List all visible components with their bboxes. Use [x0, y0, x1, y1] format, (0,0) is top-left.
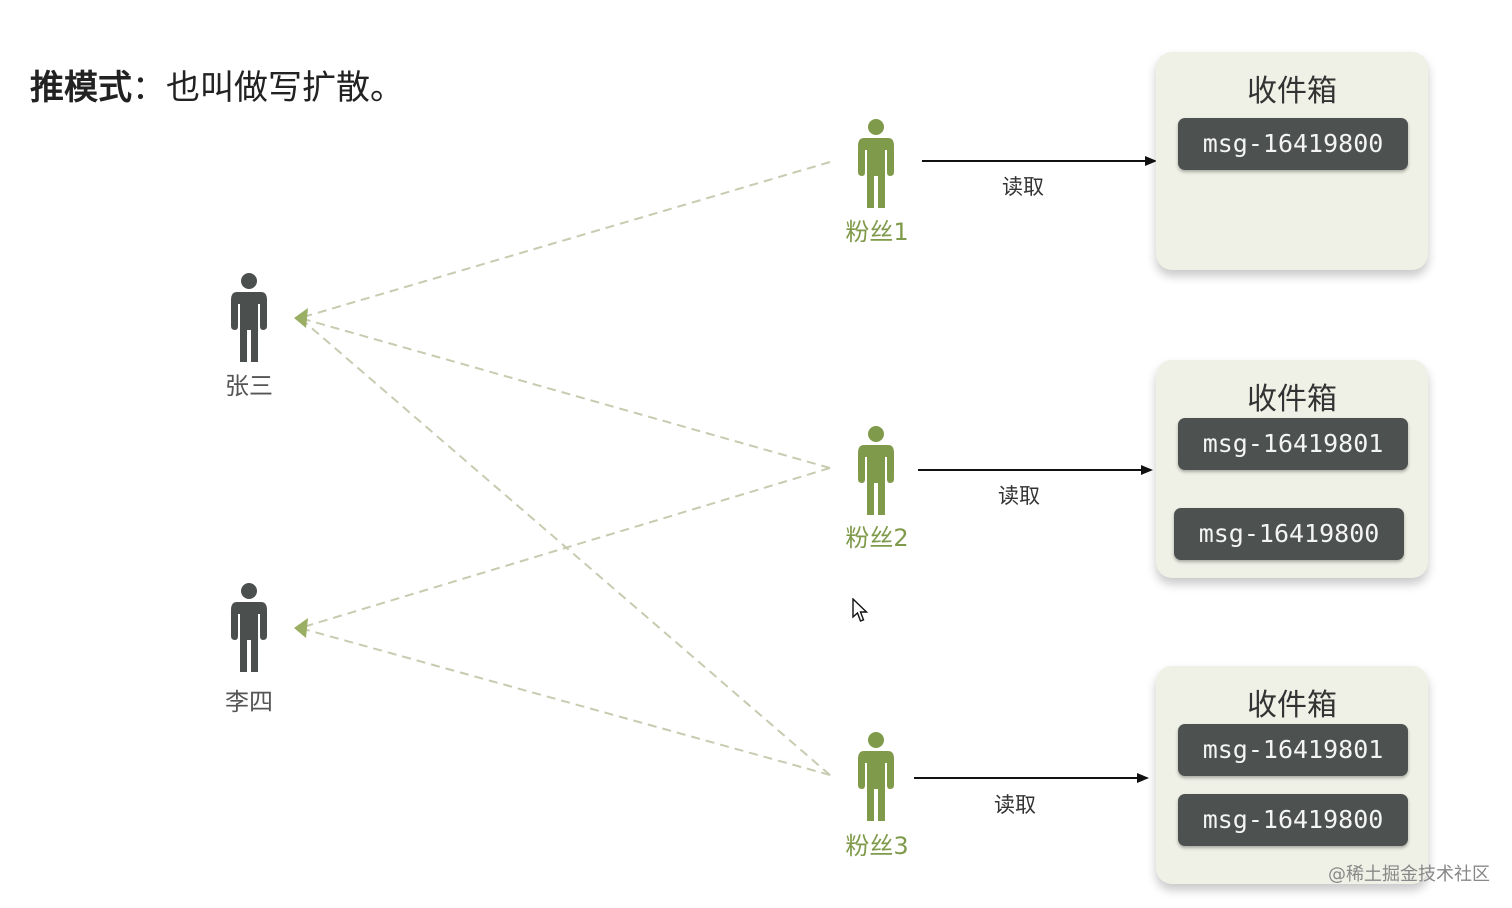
inbox-2: 收件箱 msg-16419801 msg-16419800: [1156, 360, 1428, 578]
inbox-title: 收件箱: [1247, 688, 1337, 723]
arrowhead-zhangsan: [294, 308, 308, 328]
person-icon: [846, 118, 906, 210]
inbox-3: 收件箱 msg-16419801 msg-16419800: [1156, 666, 1428, 884]
watermark: @稀土掘金技术社区: [1328, 864, 1490, 885]
read-label-1: 读取: [1002, 175, 1044, 199]
author-label-zhangsan: 张三: [225, 372, 273, 400]
author-label-lisi: 李四: [225, 688, 273, 716]
message-item: msg-16419800: [1178, 118, 1408, 170]
person-icon: [219, 582, 279, 674]
page-title: 推模式：也叫做写扩散。: [30, 60, 404, 109]
person-icon: [846, 425, 906, 517]
message-item: msg-16419800: [1178, 794, 1408, 846]
push-line-fan3-zhangsan: [299, 317, 831, 776]
inbox-title: 收件箱: [1247, 74, 1337, 109]
push-line-fan1-zhangsan: [299, 161, 831, 319]
mouse-cursor-icon: [852, 598, 869, 622]
arrowhead-lisi: [294, 618, 308, 638]
fan-label-1: 粉丝1: [845, 218, 909, 246]
push-line-fan2-lisi: [299, 467, 831, 629]
message-item: msg-16419800: [1174, 508, 1404, 560]
inbox-1: 收件箱 msg-16419800: [1156, 52, 1428, 270]
inbox-title: 收件箱: [1247, 382, 1337, 417]
person-icon: [846, 731, 906, 823]
title-bold: 推模式: [30, 68, 132, 108]
read-label-3: 读取: [994, 793, 1036, 817]
push-line-fan3-lisi: [299, 627, 831, 776]
title-rest: ：也叫做写扩散。: [132, 68, 404, 108]
push-line-fan2-zhangsan: [299, 317, 831, 469]
fan-label-2: 粉丝2: [845, 524, 909, 552]
read-label-2: 读取: [998, 484, 1040, 508]
message-item: msg-16419801: [1178, 418, 1408, 470]
message-item: msg-16419801: [1178, 724, 1408, 776]
person-icon: [219, 272, 279, 364]
fan-label-3: 粉丝3: [845, 832, 909, 860]
